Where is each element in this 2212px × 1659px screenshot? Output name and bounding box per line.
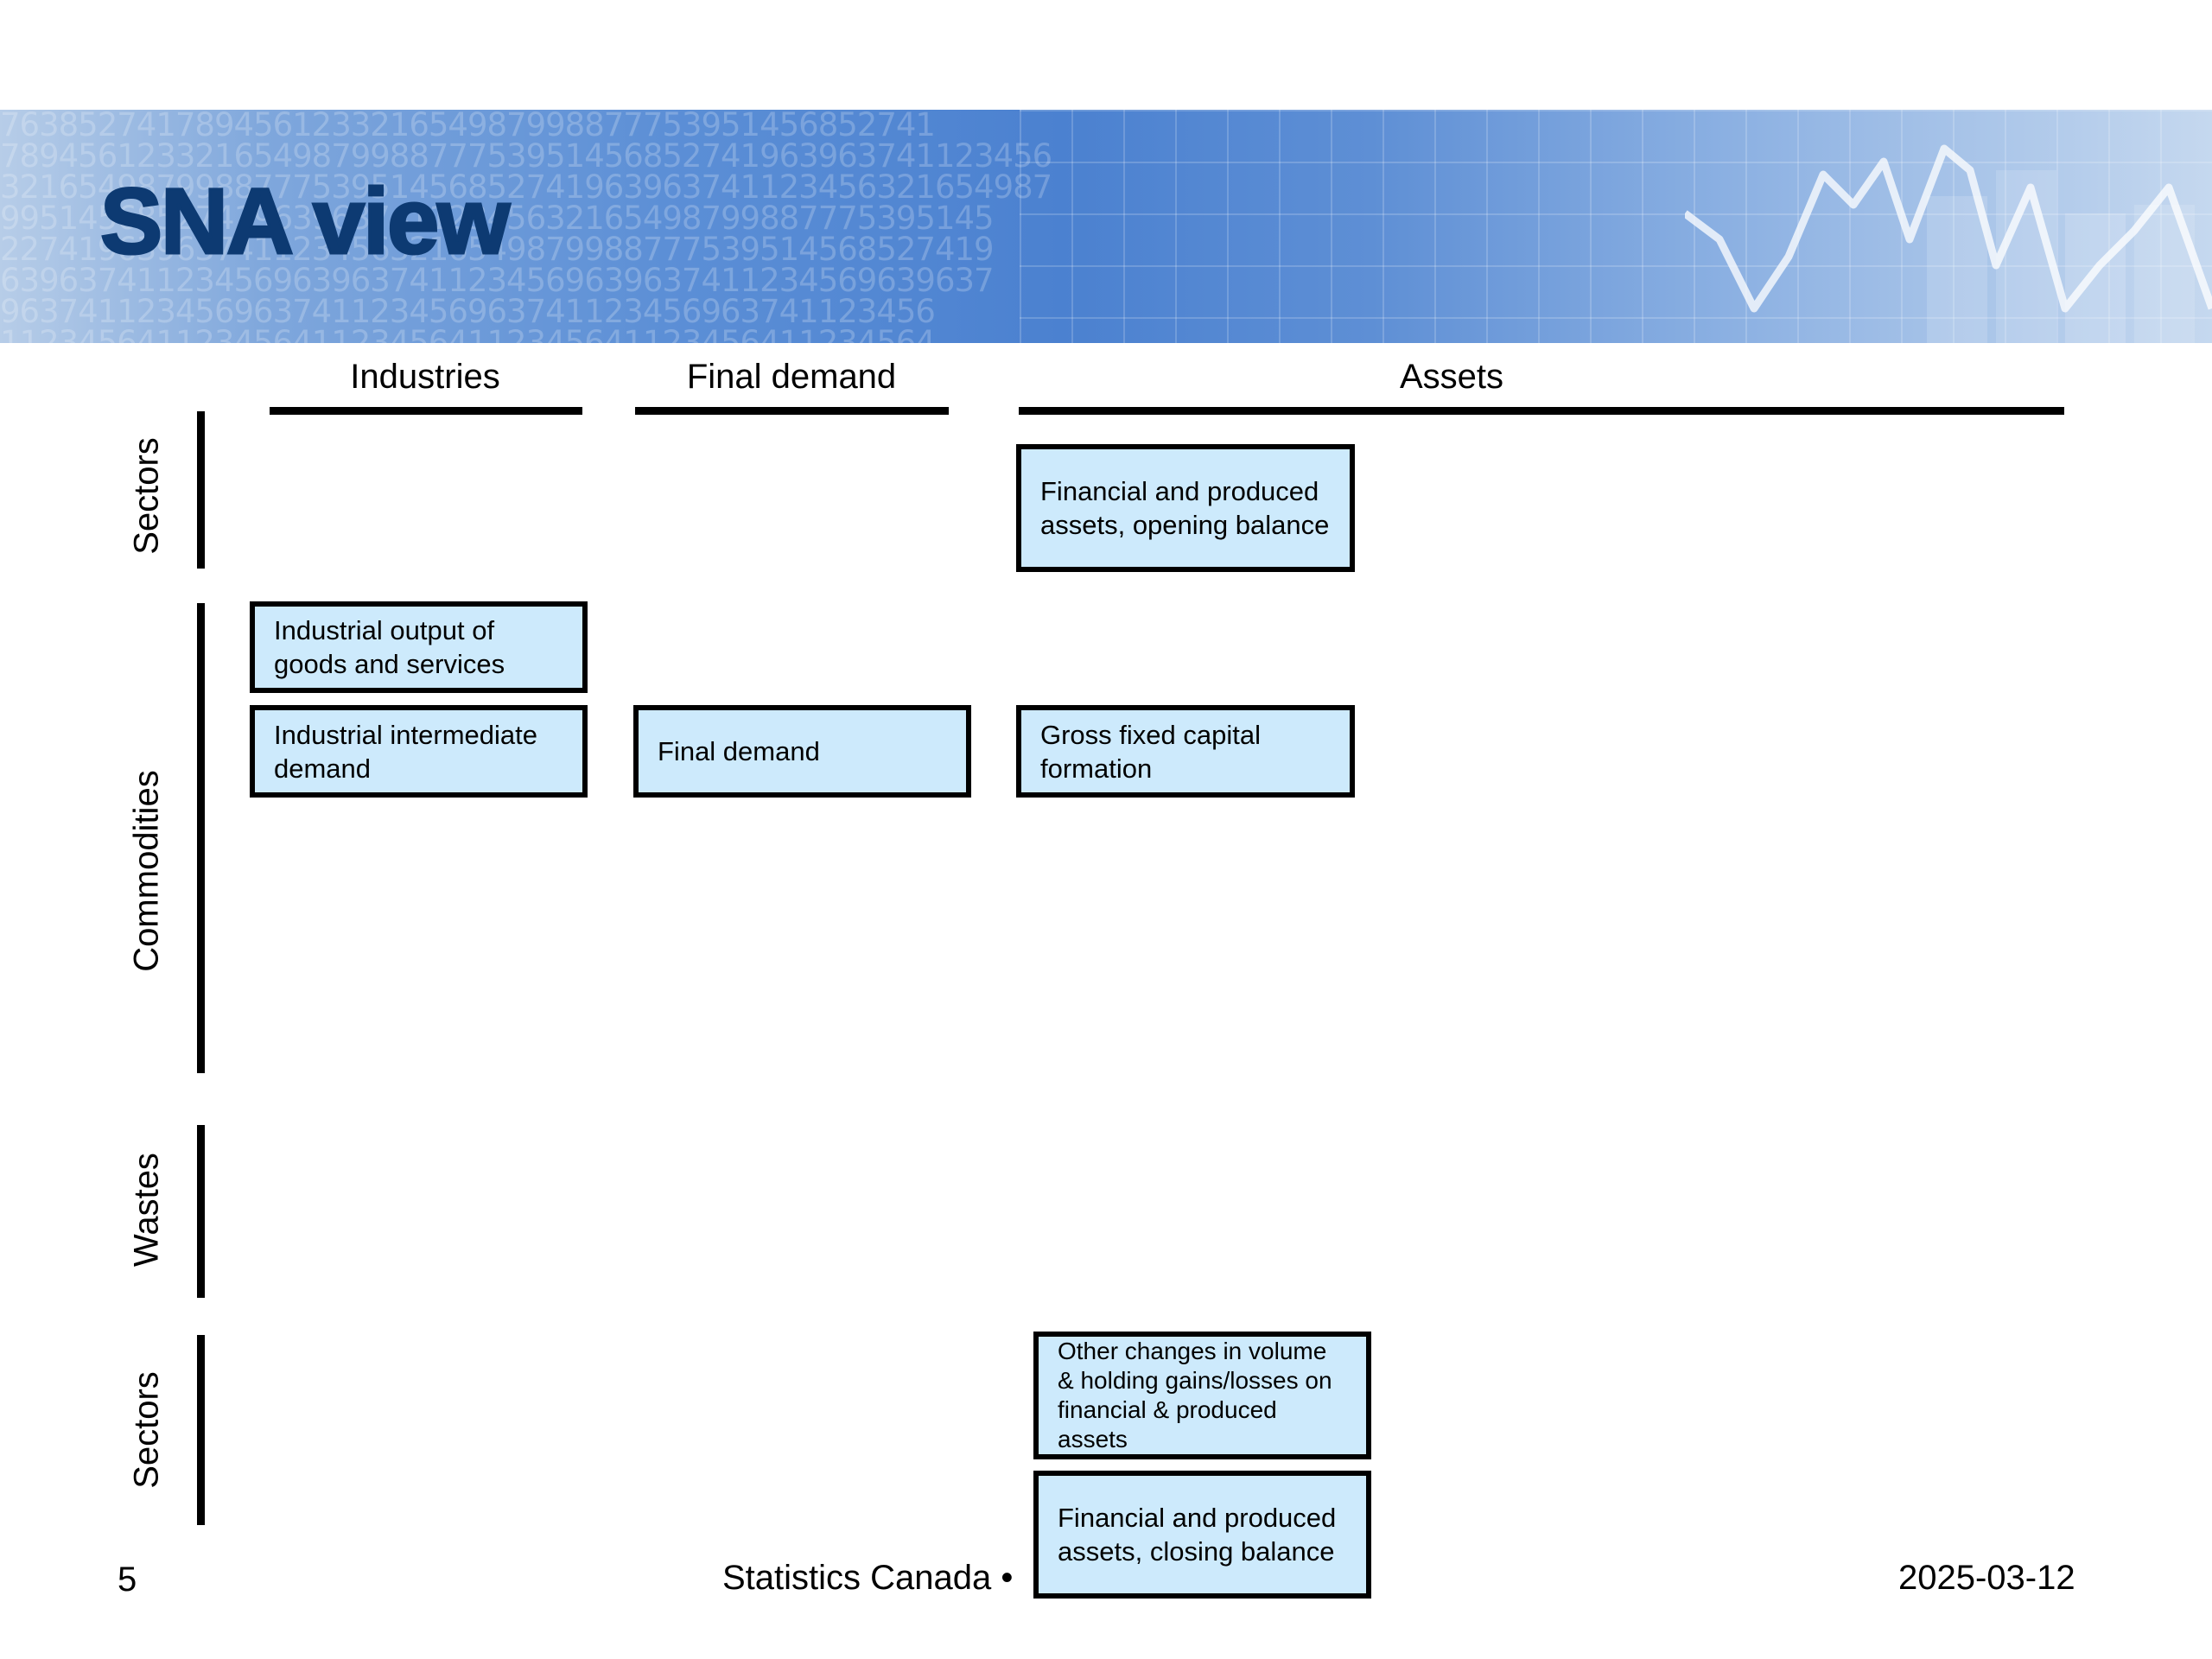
banner-chart-line-icon — [1685, 144, 2212, 343]
row-header-wastes: Wastes — [127, 1153, 166, 1267]
box-intermediate-demand-label: Industrial intermediate demand — [274, 719, 537, 784]
banner-digit-line: 9951456852741963963741123456321654987998… — [0, 200, 995, 237]
footer-text: Statistics Canada • — [722, 1559, 1014, 1597]
banner-digit-line: 6396374112345696396374112345696396374112… — [0, 262, 995, 299]
row-header-commodities: Commodities — [127, 770, 166, 972]
page-number: 5 — [118, 1560, 137, 1599]
row-bar-sectors-top — [197, 411, 205, 569]
row-bar-sectors-bottom — [197, 1335, 205, 1525]
row-bar-commodities — [197, 603, 205, 1073]
box-final-demand-label: Final demand — [658, 736, 820, 766]
box-industrial-output-label: Industrial output of goods and services — [274, 615, 505, 679]
column-header-industries: Industries — [350, 358, 500, 396]
column-bar-industries — [270, 407, 582, 415]
banner-digit-line: 3216549879988777539514568527419639637411… — [0, 168, 1052, 206]
banner-digit-line: 7894561233216549879988777539514568527419… — [0, 137, 1052, 175]
banner-digit-line: 2274196396374112345632165498799887775395… — [0, 231, 995, 268]
box-opening-balance-label: Financial and produced assets, opening b… — [1040, 476, 1330, 540]
box-gfcf: Gross fixed capital formation — [1016, 705, 1355, 798]
banner-digit-line: 9637411234569637411234569637411234569637… — [0, 293, 936, 330]
box-gfcf-label: Gross fixed capital formation — [1040, 719, 1261, 784]
box-opening-balance: Financial and produced assets, opening b… — [1016, 444, 1355, 572]
banner-digit-line: 1123456411234564112345641123456411234564… — [0, 324, 936, 343]
column-bar-assets — [1019, 407, 2064, 415]
box-industrial-output: Industrial output of goods and services — [250, 601, 588, 693]
banner-digit-texture: 7638527417894561233216549879988777539514… — [0, 110, 1080, 343]
row-header-sectors-bottom: Sectors — [127, 1371, 166, 1489]
column-bar-final-demand — [635, 407, 949, 415]
slide-title: SNA view — [99, 168, 511, 274]
box-closing-balance: Financial and produced assets, closing b… — [1033, 1471, 1371, 1599]
box-intermediate-demand: Industrial intermediate demand — [250, 705, 588, 798]
box-other-changes: Other changes in volume & holding gains/… — [1033, 1332, 1371, 1459]
header-banner: 7638527417894561233216549879988777539514… — [0, 110, 2212, 343]
row-bar-wastes — [197, 1125, 205, 1298]
box-other-changes-label: Other changes in volume & holding gains/… — [1058, 1338, 1332, 1452]
banner-digit-line: 7638527417894561233216549879988777539514… — [0, 110, 936, 143]
box-closing-balance-label: Financial and produced assets, closing b… — [1058, 1503, 1337, 1567]
row-header-sectors-top: Sectors — [127, 437, 166, 555]
column-header-assets: Assets — [1399, 358, 1504, 396]
footer-date: 2025-03-12 — [1898, 1559, 2075, 1597]
box-final-demand: Final demand — [633, 705, 971, 798]
column-header-final-demand: Final demand — [686, 358, 897, 396]
